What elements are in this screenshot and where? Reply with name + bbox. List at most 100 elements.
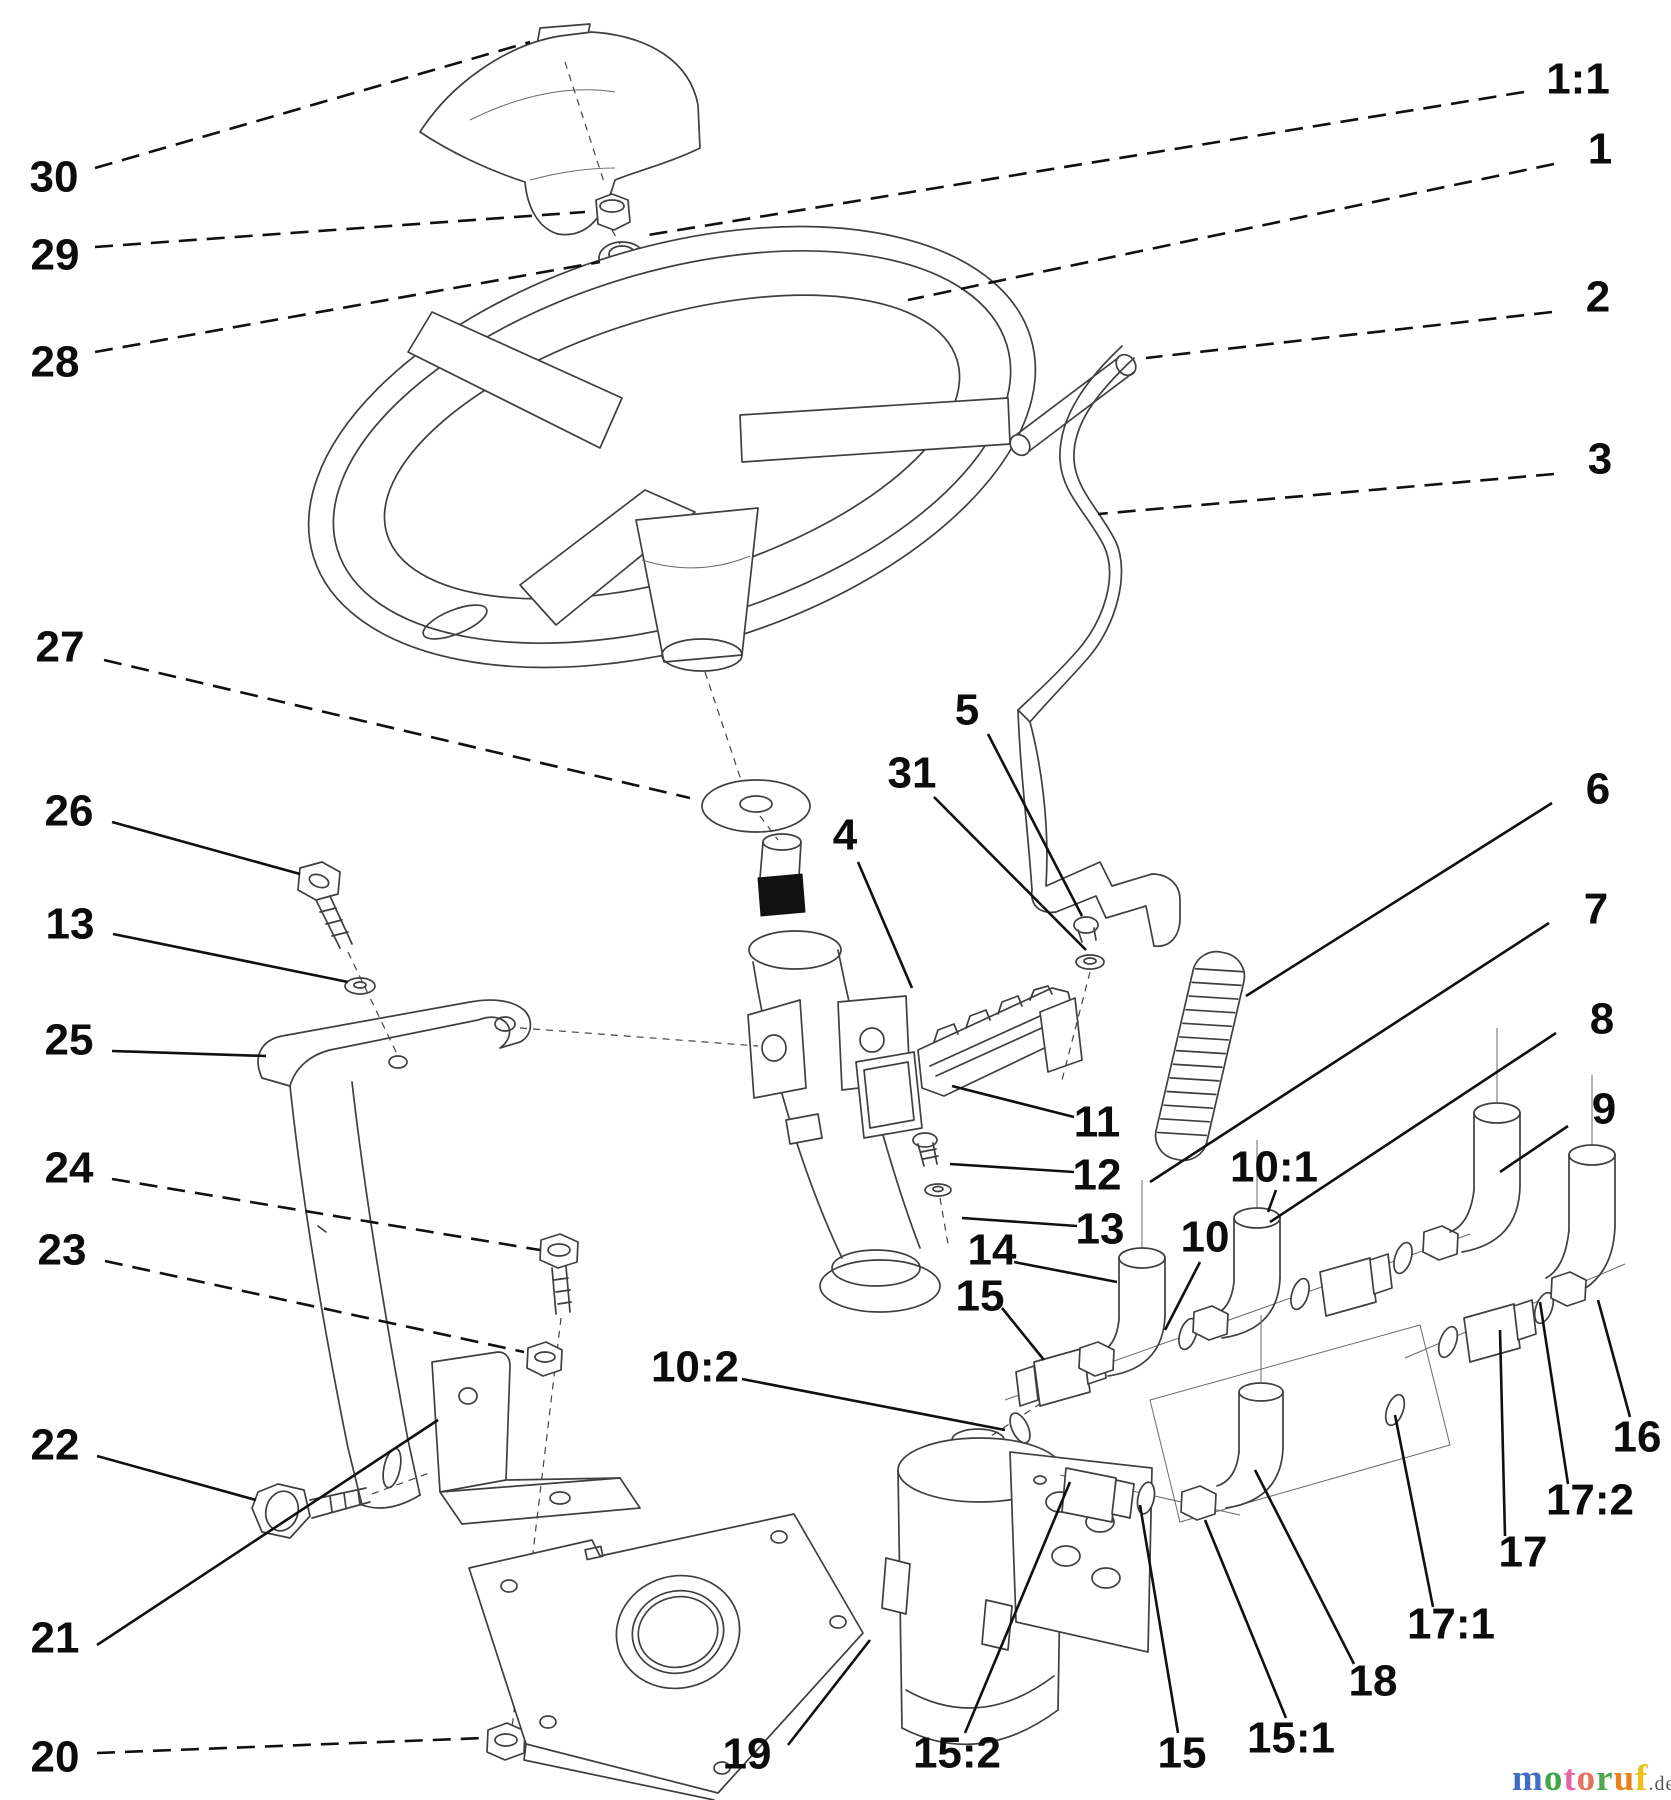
callout-layer: 3029282726132524232221201:11235314678910… [30,40,1662,1782]
leader-line-28 [94,260,601,354]
o-ring-washer [1393,1241,1413,1275]
column-bracket-ear [747,999,807,1099]
callout-label-17: 17 [1499,1528,1548,1577]
support-arm [257,999,532,1509]
leader-line-15b [1138,1504,1180,1734]
leader-line-13L [112,932,349,984]
leader-line-10:2 [741,1377,1006,1432]
leader-line-10 [1163,1261,1202,1331]
callout-label-4: 4 [833,811,858,860]
valve-tab [881,1557,911,1615]
callout-label-5: 5 [955,686,979,735]
rack-end-tab [1039,997,1083,1073]
callout-label-10: 10 [1181,1213,1230,1262]
callout-label-28: 28 [31,338,80,387]
arm-slot [382,1447,402,1489]
watermark-logo: motoruf.de [1512,1758,1671,1799]
leader-line-25 [111,1049,267,1058]
leader-line-18 [1253,1469,1356,1665]
leader-line-2 [1145,310,1553,360]
bracket-bolt [539,1233,579,1315]
callout-label-8: 8 [1590,995,1614,1044]
flare-nut [1422,1225,1459,1261]
elbow-fitting [1192,1140,1281,1341]
callout-label-9: 9 [1592,1085,1616,1134]
elbow-fitting [1180,1315,1284,1521]
shaft-spline-band [757,873,806,917]
callout-label-18: 18 [1349,1657,1398,1706]
elbow-fitting [1078,1180,1166,1377]
leader-line-31 [933,796,1087,951]
leader-line-16 [1596,1299,1632,1418]
callout-label-30: 30 [30,153,79,202]
centerline [347,951,399,1057]
column-square-collar [855,1051,923,1139]
rack-screw [1073,916,1099,943]
mounting-plate [468,1513,864,1800]
callout-label-25: 25 [45,1016,94,1065]
rack-plate [917,985,1083,1097]
callout-label-17:1: 17:1 [1407,1600,1495,1649]
bracket-screw-washer [924,1183,952,1197]
centerline [939,1197,949,1245]
steering-wheel-cap [419,23,701,236]
o-ring-washer [1290,1277,1310,1311]
callout-label-26: 26 [45,787,94,836]
callout-label-16: 16 [1613,1413,1662,1462]
leader-line-29 [94,210,586,249]
leader-line-30 [94,40,531,170]
callout-label-31: 31 [888,749,937,798]
leader-line-9 [1499,1124,1569,1174]
leader-line-19 [786,1639,872,1746]
o-ring-washer [1009,1412,1031,1444]
leader-line-1 [907,162,1555,302]
centerline [519,1027,759,1047]
leader-line-1:1 [647,90,1525,237]
leader-line-7 [1149,921,1550,1184]
schematic-box [1149,1324,1451,1523]
wheel-spoke [407,311,623,449]
leader-line-15:2 [963,1481,1072,1734]
leader-line-27 [103,658,691,800]
callout-label-10:2: 10:2 [651,1343,739,1392]
lever-handle-end [1017,709,1181,947]
callout-label-10:1: 10:1 [1230,1143,1318,1192]
callout-label-13L: 13 [46,900,95,949]
centerline [1061,971,1091,1081]
control-lever [1017,345,1181,947]
callout-label-12: 12 [1073,1151,1122,1200]
bracket-nut [526,1341,563,1377]
valve-tab [981,1599,1013,1651]
callout-label-21: 21 [31,1614,80,1663]
lever-tube [1009,353,1137,457]
leader-line-15a [1000,1307,1046,1361]
leader-line-21 [96,1418,439,1647]
callout-label-27: 27 [36,623,85,672]
leader-line-14 [1013,1260,1118,1284]
callout-label-7: 7 [1584,885,1608,934]
steering-column [747,833,941,1313]
leader-line-4 [856,861,914,989]
centerline [371,1471,433,1495]
callout-label-29: 29 [31,231,80,280]
mount-bracket [431,1351,641,1525]
hex-connector [1463,1299,1537,1363]
o-ring-washer [1384,1393,1406,1427]
leader-line-20 [96,1736,485,1755]
elbow-fitting [1545,1075,1616,1307]
spring [1154,950,1246,1162]
callout-label-23: 23 [38,1226,87,1275]
hex-connector [1061,1467,1135,1523]
o-ring-washer [1437,1325,1459,1359]
leader-line-22 [96,1454,257,1502]
bracket-screw [912,1132,939,1167]
leader-line-26 [111,820,301,876]
elbow-fitting [1449,1028,1521,1253]
centerline [759,815,779,841]
base-nut [486,1722,526,1761]
leader-line-13R [961,1216,1078,1228]
callout-label-3: 3 [1588,435,1612,484]
callout-label-15:1: 15:1 [1247,1714,1335,1763]
arm-bolt-washer [344,977,376,995]
